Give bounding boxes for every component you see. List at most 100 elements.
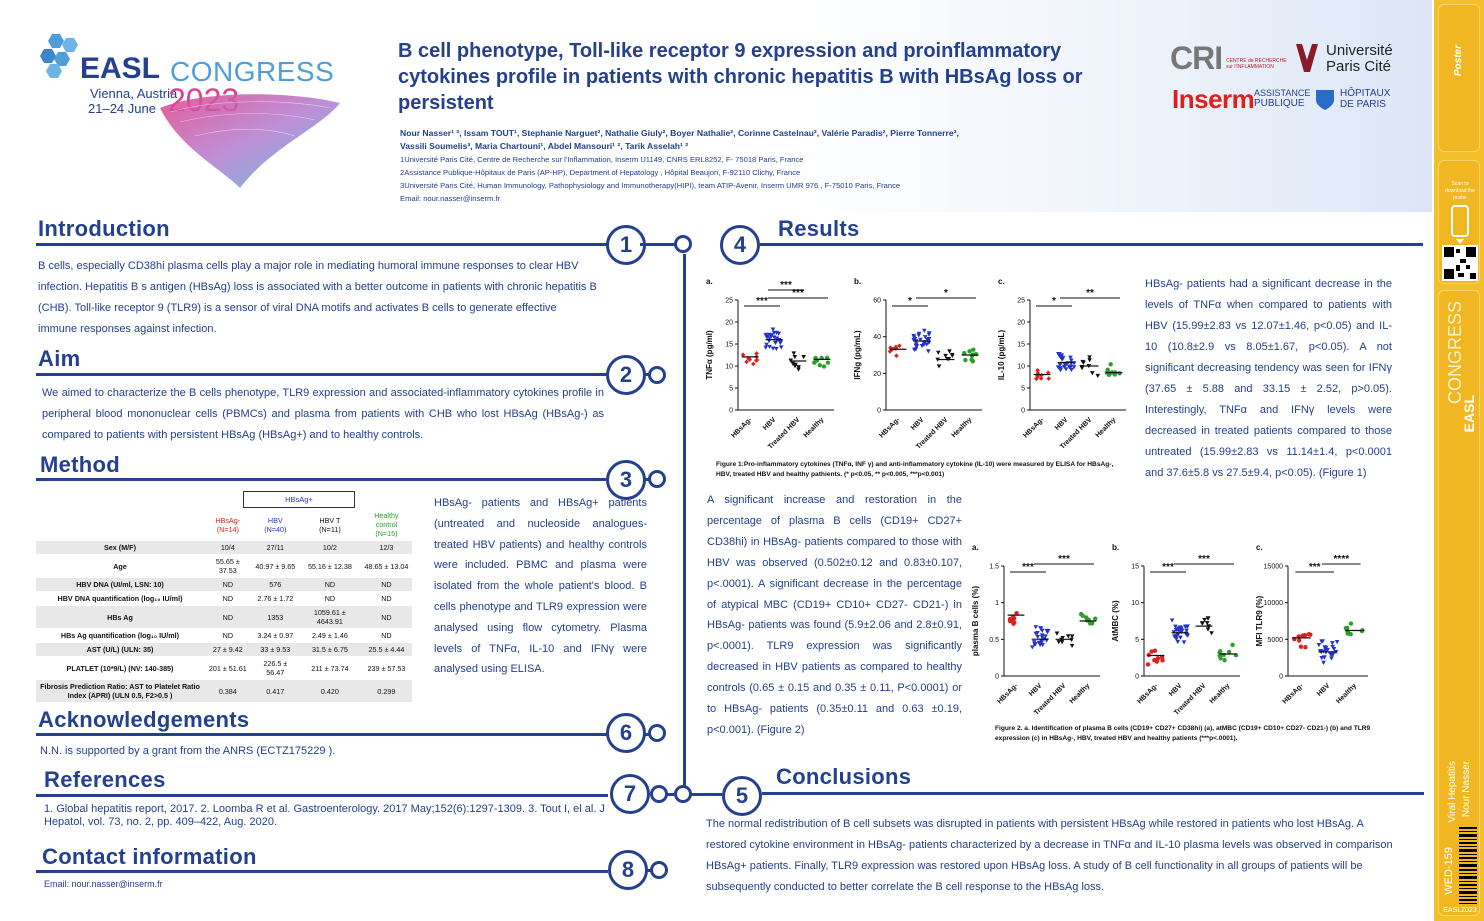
results-title: Results [778,216,860,241]
data-point [1093,616,1098,621]
data-point [926,331,932,336]
column-name: HBsAg- [215,515,241,525]
significance-label: * [908,296,912,307]
il10-scatter-chart: c.IL-10 (pg/mL)0510152025HBsAg-HBVTreate… [997,277,1126,451]
data-point [1316,642,1322,648]
data-point [1069,367,1074,373]
y-tick-label: 20 [873,371,881,378]
data-point [1040,642,1045,648]
vertical-connector [683,254,686,794]
data-point [969,357,974,362]
data-point [1007,617,1013,622]
data-point [1330,644,1335,650]
data-point [1345,631,1350,636]
upc-emblem-icon [1296,44,1318,72]
easl-logo: EASL CONGRESS Vienna, Austria 21–24 June… [38,30,338,120]
aim-rule [36,373,608,376]
table-cell: 0.417 [251,679,299,703]
data-point [1045,629,1050,635]
panel-label: b. [854,277,861,286]
y-axis-label: IL-10 (pg/mL) [997,330,1006,381]
significance-label: * [1052,296,1056,307]
y-tick-label: 5 [1135,637,1139,644]
data-point [1038,626,1043,631]
barcode-icon [1459,827,1477,904]
data-point [1058,368,1063,373]
data-point [1175,639,1181,645]
data-point [767,336,772,341]
table-cell: ND [298,591,361,606]
data-point [1038,376,1044,381]
table-cell: 10/2 [298,540,361,555]
qr-code-icon[interactable] [1442,245,1478,281]
conclusions-rule [762,792,1424,795]
table-column-header: HBsAg-(N=14) [204,509,252,541]
data-point [1321,660,1326,665]
data-point [1185,633,1191,638]
data-point [894,353,899,359]
plasma-b-cells-scatter-chart: a.plasma B cells (%)00.511.5HBsAg-HBVTre… [971,543,1100,717]
table-cell: 31.5 ± 6.75 [298,642,361,657]
data-point [766,332,772,337]
data-point [921,342,927,347]
data-point [1175,633,1181,638]
table-cell: 1059.61 ± 4643.91 [298,605,361,629]
node-2-link [644,373,650,376]
figure1-caption: Figure 1:Pro-inflammatory cytokines (TNF… [716,461,1114,478]
row-label: PLATLET (10*9/L) (NV: 140-385) [36,656,204,680]
column-count: (N=40) [264,524,287,534]
y-tick-label: 5 [729,386,733,393]
panel-label: a. [706,277,713,286]
data-point [1033,642,1038,647]
data-point [1209,631,1214,636]
data-point [821,364,827,369]
data-point [919,343,925,349]
row-label: HBs Ag [36,605,204,629]
data-point [1084,615,1089,620]
table-cell: ND [204,628,252,643]
y-tick-label: 5 [1021,386,1025,393]
data-point [1181,640,1187,645]
data-point [1296,638,1302,643]
table-cell: ND [204,577,252,592]
congress-word: CONGRESS [170,56,335,87]
introduction-title: Introduction [38,216,170,241]
authors-line2: Vassili Soumelis³, Maria Chartouni¹, Abd… [400,141,689,151]
y-tick-label: 1.5 [989,564,999,571]
method-text: HBsAg- patients and HBsAg+ patients (unt… [434,497,647,676]
data-point [793,362,798,367]
data-point [1045,370,1051,375]
panel-label: b. [1112,543,1119,552]
section-number-4: 4 [720,225,760,265]
aphp-logo: ASSISTANCE PUBLIQUE HÔPITAUX DE PARIS [1254,88,1391,110]
data-point [916,333,922,338]
data-point [1184,628,1189,633]
conclusions-text: The normal redistribution of B cell subs… [706,818,1393,893]
acknowledgements-title: Acknowledgements [38,707,250,732]
x-tick-label: HBsAg- [878,416,902,440]
y-axis-label: plasma B cells (%) [971,586,980,657]
row-label: AST (U/L) (ULN: 35) [36,642,204,657]
table-group-header: HBsAg+ [243,491,355,508]
table-cell: 33 ± 9.53 [251,642,299,657]
section-number-7: 7 [610,774,650,814]
x-tick-label: HBV [1028,682,1044,698]
row-label: HBV DNA quantification (log₁₀ IU/ml) [36,591,204,606]
conclusions-title: Conclusions [776,764,912,789]
data-point [1060,355,1065,360]
y-tick-label: 5000 [1267,637,1283,644]
y-tick-label: 10 [725,364,733,371]
data-point [1348,621,1354,626]
connector-node-8 [650,861,668,879]
column-name: HBV [267,515,283,525]
sidebar-scan-block[interactable]: Scan to download the poster [1438,160,1480,284]
data-point [922,328,927,333]
table-row: PLATLET (10*9/L) (NV: 140-385)201 ± 51.6… [36,656,412,680]
authors-line1: Nour Nasser¹ ², Issam TOUT¹, Stephanie N… [400,128,959,138]
data-point [1095,373,1101,379]
data-point [1034,376,1039,382]
table-cell: ND [360,577,412,592]
data-point [1117,371,1122,376]
